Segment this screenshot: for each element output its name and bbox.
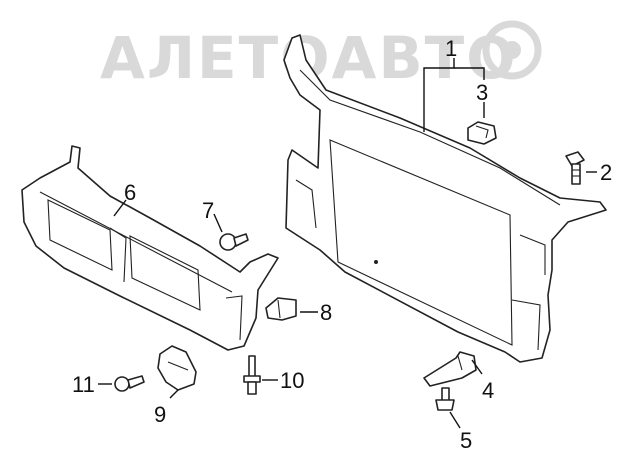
callout-labels: 1 3 2 4 5 6 7 8 9 10 11 (72, 36, 612, 453)
radiator-support-frame (283, 34, 607, 363)
callout-2: 2 (600, 160, 612, 185)
screw-part-7 (219, 233, 249, 251)
clip-part-8 (265, 297, 297, 321)
bolt-part-5 (435, 387, 455, 411)
callout-5: 5 (460, 428, 472, 453)
callout-1: 1 (445, 36, 457, 61)
callout-6: 6 (124, 180, 136, 205)
watermark-dot-icon (503, 41, 521, 59)
watermark-ring-icon (482, 20, 542, 80)
leader-lines (98, 58, 597, 429)
callout-4: 4 (482, 378, 494, 403)
callout-9: 9 (154, 402, 166, 427)
callout-11: 11 (72, 372, 95, 397)
bolt-part-11 (114, 375, 145, 392)
bracket-part-4 (423, 351, 477, 387)
bumper-carrier-part (21, 145, 279, 351)
callout-8: 8 (320, 300, 332, 325)
clip-nut-part (467, 121, 497, 145)
bolt-part-2 (565, 151, 585, 185)
callout-10: 10 (280, 368, 304, 393)
callout-7: 7 (202, 198, 214, 223)
callout-3: 3 (476, 80, 488, 105)
bracket-part-9 (157, 345, 197, 391)
pin-part-10 (243, 355, 261, 395)
